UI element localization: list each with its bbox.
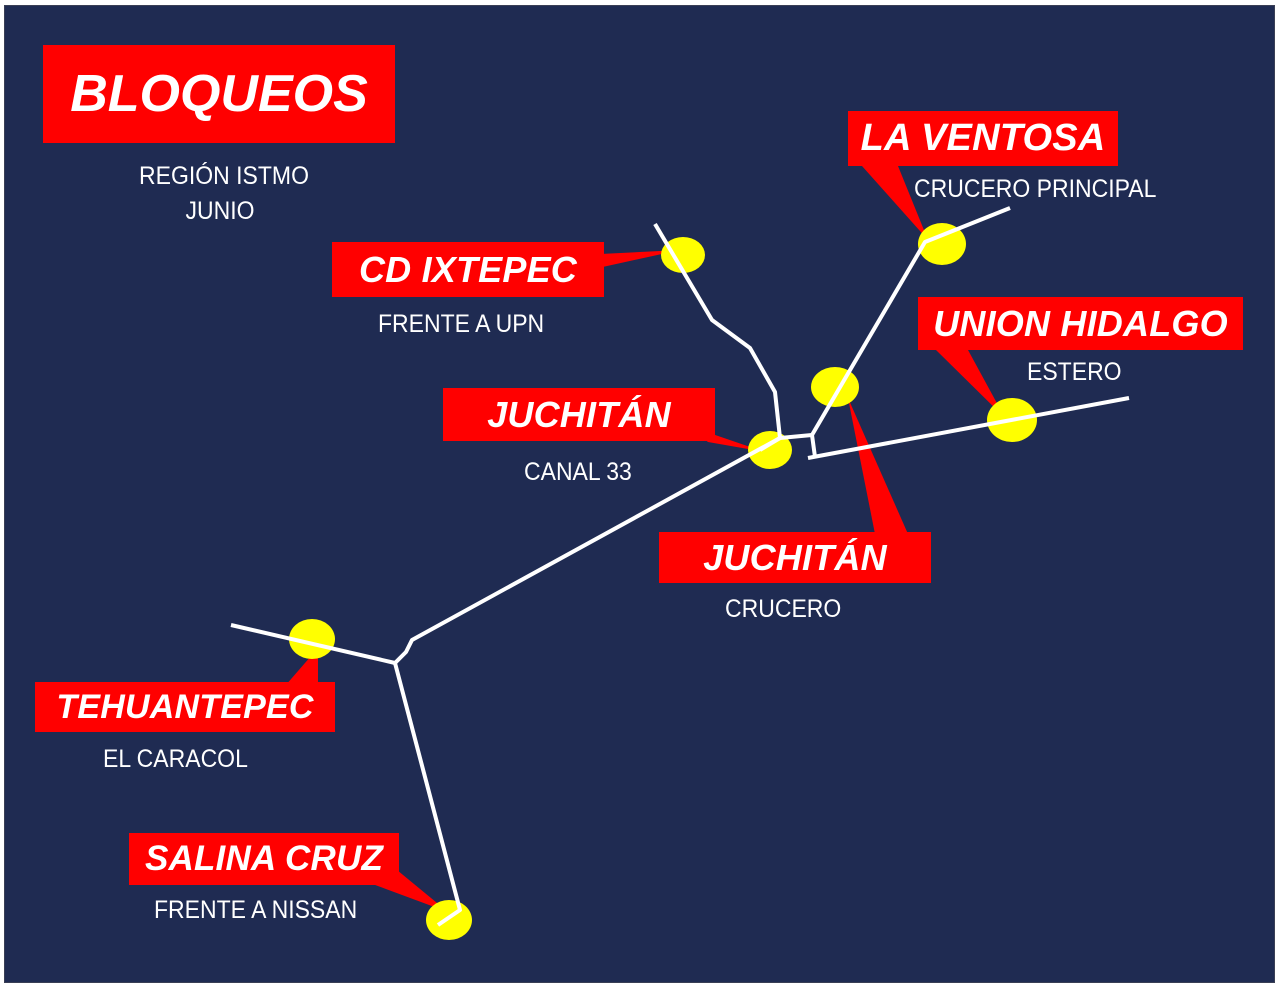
location-cd-ixtepec: FRENTE A UPN: [378, 310, 545, 338]
location-juchitan-crucero: CRUCERO: [725, 595, 842, 623]
location-juchitan-canal: CANAL 33: [524, 458, 632, 486]
marker-la-ventosa[interactable]: [918, 223, 966, 265]
marker-juchitan-canal[interactable]: [748, 431, 792, 469]
road-salina-cruz: [393, 662, 462, 927]
road-main-trunk: [393, 436, 781, 665]
cd-ixtepec-pointer: [580, 250, 680, 272]
road-la-ventosa: [810, 206, 1011, 437]
location-union-hidalgo: ESTERO: [1027, 358, 1122, 386]
label-tehuantepec: TEHUANTEPEC: [35, 682, 335, 732]
marker-tehuantepec[interactable]: [289, 619, 335, 659]
label-juchitan-crucero: JUCHITÁN: [659, 532, 931, 583]
month-subtitle: JUNIO: [185, 197, 255, 225]
location-tehuantepec: EL CARACOL: [103, 745, 248, 773]
juchitan-crucero-pointer: [848, 398, 908, 534]
la-ventosa-pointer: [862, 166, 928, 240]
map-panel: [4, 5, 1275, 983]
marker-salina-cruz[interactable]: [426, 900, 472, 940]
road-union-hidalgo: [807, 396, 1130, 460]
union-hidalgo-pointer: [936, 350, 1005, 418]
label-juchitan-canal: JUCHITÁN: [443, 388, 715, 441]
marker-juchitan-crucero[interactable]: [811, 367, 859, 407]
marker-cd-ixtepec[interactable]: [661, 237, 705, 273]
label-salina-cruz: SALINA CRUZ: [129, 833, 399, 885]
road-network: [230, 206, 1130, 927]
label-la-ventosa: LA VENTOSA: [848, 111, 1118, 166]
label-cd-ixtepec: CD IXTEPEC: [332, 242, 604, 297]
label-union-hidalgo: UNION HIDALGO: [918, 297, 1243, 350]
location-salina-cruz: FRENTE A NISSAN: [154, 896, 358, 924]
road-tehuantepec: [230, 623, 396, 665]
map-title: BLOQUEOS: [43, 45, 395, 143]
region-subtitle: REGIÓN ISTMO: [139, 162, 309, 190]
location-la-ventosa: CRUCERO PRINCIPAL: [914, 175, 1157, 203]
map-background: [5, 6, 1274, 982]
